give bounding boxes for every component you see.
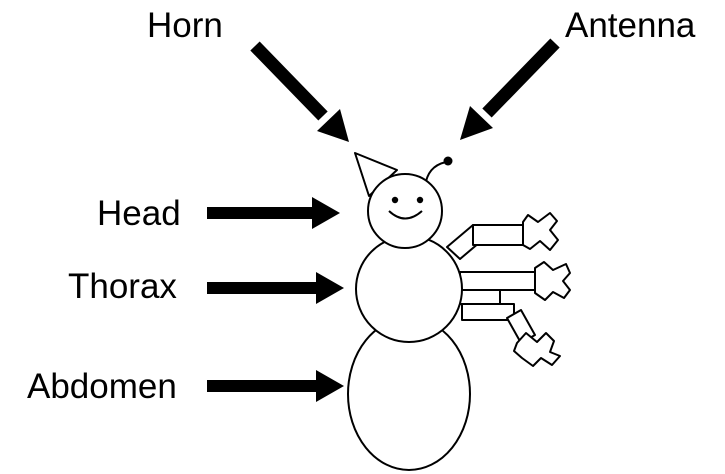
upper-leg-segment <box>473 225 523 245</box>
lower-leg <box>462 304 560 366</box>
insect-antenna <box>425 157 453 187</box>
thorax-arrow <box>207 272 344 304</box>
insect-head <box>368 174 442 248</box>
horn-arrow <box>255 46 349 142</box>
antenna-label: Antenna <box>565 8 695 43</box>
middle-leg-segment <box>460 272 535 290</box>
upper-leg-foot <box>523 213 558 250</box>
abdomen-arrow <box>207 370 344 402</box>
middle-leg <box>460 262 570 304</box>
insect-legs <box>447 213 570 366</box>
right-eye <box>417 197 423 203</box>
head-label: Head <box>97 196 181 231</box>
head-arrow <box>207 197 340 229</box>
antenna-arrow <box>460 43 555 140</box>
horn-label: Horn <box>147 8 223 43</box>
abdomen-label: Abdomen <box>27 369 177 404</box>
lower-leg-foot <box>514 333 560 366</box>
insect-thorax <box>356 236 462 342</box>
left-eye <box>392 197 398 203</box>
thorax-label: Thorax <box>68 269 177 304</box>
upper-leg <box>447 213 558 259</box>
middle-leg-segment <box>460 290 500 304</box>
middle-leg-foot <box>535 262 570 300</box>
